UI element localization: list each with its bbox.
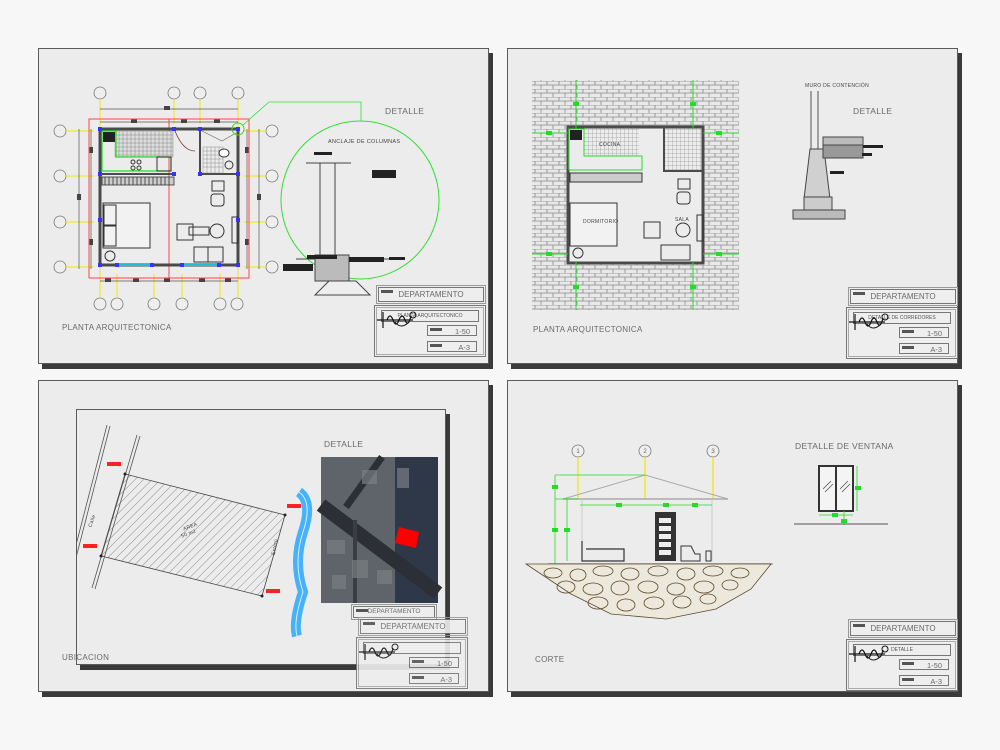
title-block-drawing: PLANTA ARQUITECTONICO bbox=[381, 310, 479, 322]
title-block-scale: 1-50 bbox=[899, 327, 949, 338]
room-label-kitchen: COCINA bbox=[599, 142, 621, 148]
detail-title: DETALLE DE VENTANA bbox=[795, 441, 894, 451]
axis-label-3: 3 bbox=[711, 449, 715, 455]
detail-title: DETALLE bbox=[324, 439, 364, 449]
detail-title: DETALLE bbox=[385, 106, 425, 116]
sheet-ubicacion[interactable]: DETALLE Calle Estero AREA 50 m2 DEPARTAM… bbox=[38, 380, 489, 692]
sheet-planta-arquitectonica[interactable]: DETALLE ANCLAJE DE COLUMNAS PLANTA ARQUI… bbox=[38, 48, 489, 364]
inner-title-block-project: DEPARTAMENTO bbox=[351, 604, 437, 620]
title-block-drawing: DETALLE bbox=[853, 644, 951, 656]
view-title: CORTE bbox=[535, 655, 565, 664]
title-block-project: DEPARTAMENTO bbox=[358, 617, 468, 636]
title-block-sheet-number: A-3 bbox=[427, 341, 477, 352]
sheet-corte[interactable]: 1 2 3 bbox=[507, 380, 958, 692]
axis-label-1: 1 bbox=[576, 449, 580, 455]
floor-plan-drawing bbox=[53, 86, 440, 311]
detail-subtitle: MURO DE CONTENCIÓN bbox=[805, 83, 870, 89]
paving-plan-drawing bbox=[532, 80, 883, 310]
title-block-drawing: DETALLE DE CORREDORES bbox=[853, 312, 951, 324]
signature-logo-icon bbox=[849, 645, 889, 662]
signature-logo-icon bbox=[849, 313, 889, 330]
title-block-project: DEPARTAMENTO bbox=[848, 619, 958, 638]
room-label-living: SALA bbox=[675, 217, 689, 223]
axis-label-2: 2 bbox=[643, 449, 647, 455]
title-block-scale: 1-50 bbox=[427, 325, 477, 336]
inner-location-sheet: DETALLE Calle Estero AREA 50 m2 DEPARTAM… bbox=[76, 409, 446, 665]
title-block-project: DEPARTAMENTO bbox=[376, 285, 486, 304]
view-title: PLANTA ARQUITECTONICA bbox=[533, 325, 643, 334]
title-block-project: DEPARTAMENTO bbox=[848, 287, 958, 306]
room-label-bedroom: DORMITORIO bbox=[583, 219, 619, 225]
title-block-sheet-number: A-3 bbox=[409, 673, 459, 684]
title-block-sheet-number: A-3 bbox=[899, 343, 949, 354]
title-block-scale: 1-50 bbox=[409, 657, 459, 668]
section-drawing: 1 2 3 bbox=[524, 444, 888, 620]
signature-logo-icon bbox=[359, 643, 399, 660]
sheet-planta-corredores[interactable]: MURO DE CONTENCIÓN DETALLE COCINA DORMIT… bbox=[507, 48, 958, 364]
detail-subtitle: ANCLAJE DE COLUMNAS bbox=[328, 139, 401, 145]
detail-title: DETALLE bbox=[853, 106, 893, 116]
title-block-scale: 1-50 bbox=[899, 659, 949, 670]
site-plan-drawing bbox=[77, 424, 443, 638]
view-title: UBICACION bbox=[62, 653, 110, 662]
title-block-sheet-number: A-3 bbox=[899, 675, 949, 686]
title-block-drawing bbox=[363, 642, 461, 654]
signature-logo-icon bbox=[377, 311, 417, 328]
view-title: PLANTA ARQUITECTONICA bbox=[62, 323, 172, 332]
